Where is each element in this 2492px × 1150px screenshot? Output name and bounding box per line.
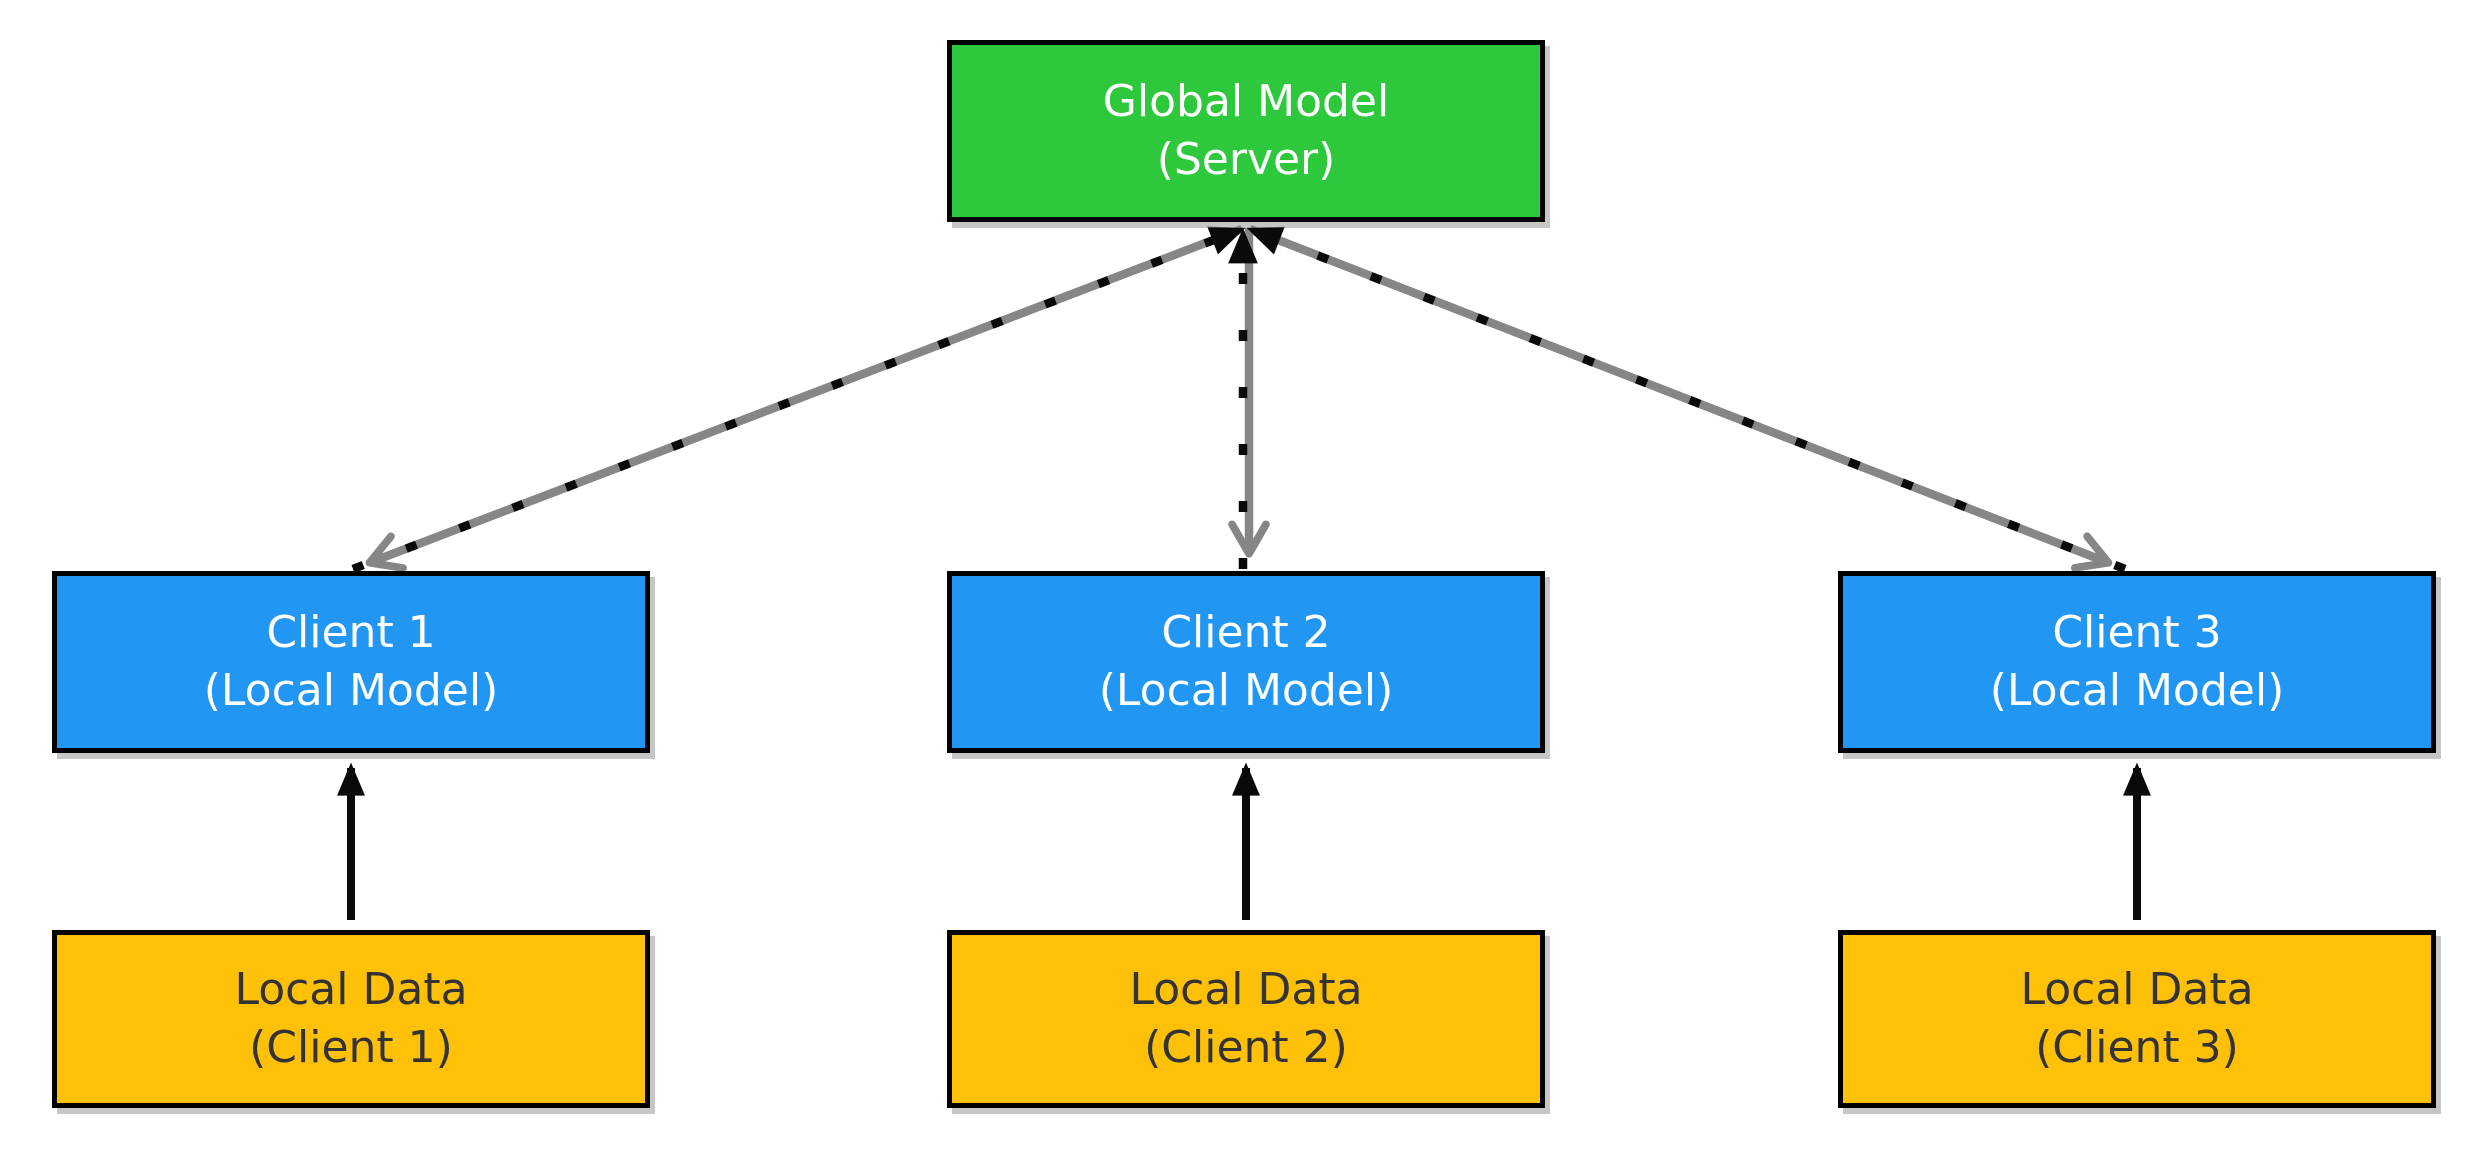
node-label-line1: Client 1: [266, 606, 436, 658]
node-label-line1: Client 3: [2052, 606, 2222, 658]
node-global-model-server: Global Model (Server): [947, 40, 1545, 222]
node-label-line1: Local Data: [234, 963, 468, 1015]
node-local-data-2: Local Data (Client 2): [947, 930, 1545, 1108]
node-client-2: Client 2 (Local Model): [947, 571, 1545, 753]
node-label-line2: (Client 1): [249, 1022, 453, 1073]
edge-server-client-3: [1246, 225, 2127, 573]
node-label-line2: (Server): [1156, 134, 1336, 185]
node-local-data-1: Local Data (Client 1): [52, 930, 650, 1108]
node-label-line2: (Client 3): [2035, 1022, 2239, 1073]
node-label-line1: Local Data: [1129, 963, 1363, 1015]
node-local-data-3: Local Data (Client 3): [1838, 930, 2436, 1108]
node-client-3: Client 3 (Local Model): [1838, 571, 2436, 753]
node-label-line1: Local Data: [2020, 963, 2254, 1015]
node-label-line1: Client 2: [1161, 606, 1331, 658]
node-label-line1: Global Model: [1102, 75, 1390, 127]
edge-server-client-2: [1228, 228, 1270, 569]
edge-server-client-1: [351, 225, 1246, 573]
node-label-line2: (Local Model): [1098, 665, 1394, 716]
node-label-line2: (Local Model): [203, 665, 499, 716]
node-client-1: Client 1 (Local Model): [52, 571, 650, 753]
node-label-line2: (Client 2): [1144, 1022, 1348, 1073]
node-label-line2: (Local Model): [1989, 665, 2285, 716]
